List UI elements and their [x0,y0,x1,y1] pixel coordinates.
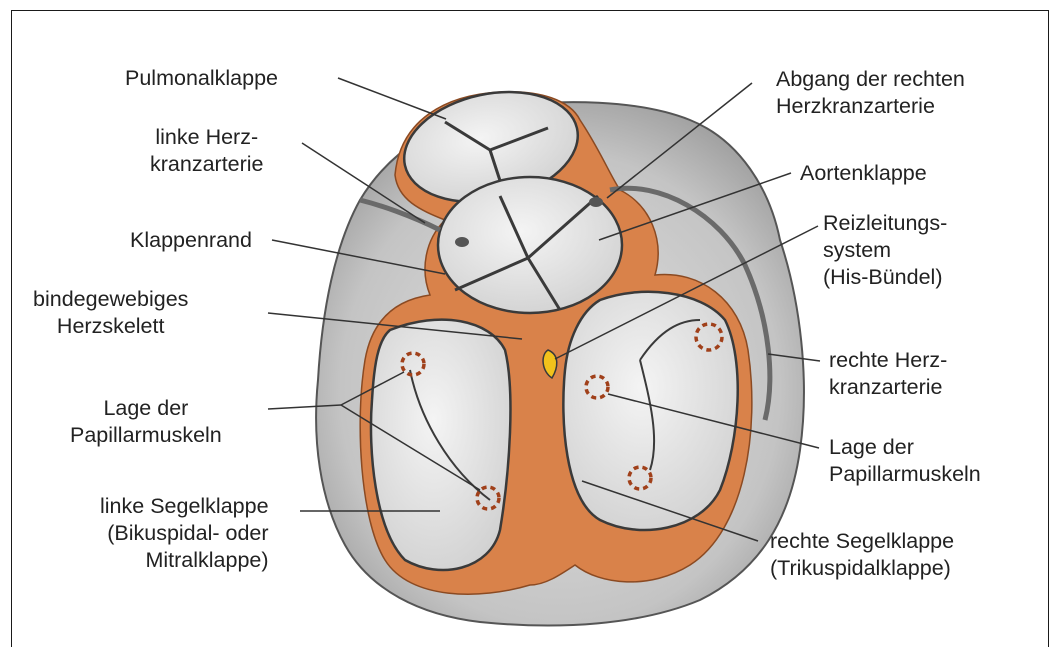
label-papillarmuskeln-links: Lage der Papillarmuskeln [70,395,222,449]
label-herzskelett: bindegewebiges Herzskelett [33,286,188,340]
mitral-valve [371,320,510,570]
label-reizleitungssystem: Reizleitungs- system (His-Bündel) [823,210,947,291]
label-rechte-segelklappe: rechte Segelklappe (Trikuspidalklappe) [770,528,954,582]
label-klappenrand: Klappenrand [130,227,252,254]
label-rechte-herzkranzarterie: rechte Herz- kranzarterie [829,347,947,401]
tricuspid-valve [563,292,737,530]
label-aortenklappe: Aortenklappe [800,160,927,187]
label-pulmonalklappe: Pulmonalklappe [125,65,278,92]
label-papillarmuskeln-rechts: Lage der Papillarmuskeln [829,434,981,488]
label-linke-herzkranzarterie: linke Herz- kranzarterie [150,124,264,178]
aortic-valve [438,177,622,313]
label-abgang-rechte-herzkranzarterie: Abgang der rechten Herzkranzarterie [776,66,965,120]
label-linke-segelklappe: linke Segelklappe (Bikuspidal- oder Mitr… [100,493,269,574]
